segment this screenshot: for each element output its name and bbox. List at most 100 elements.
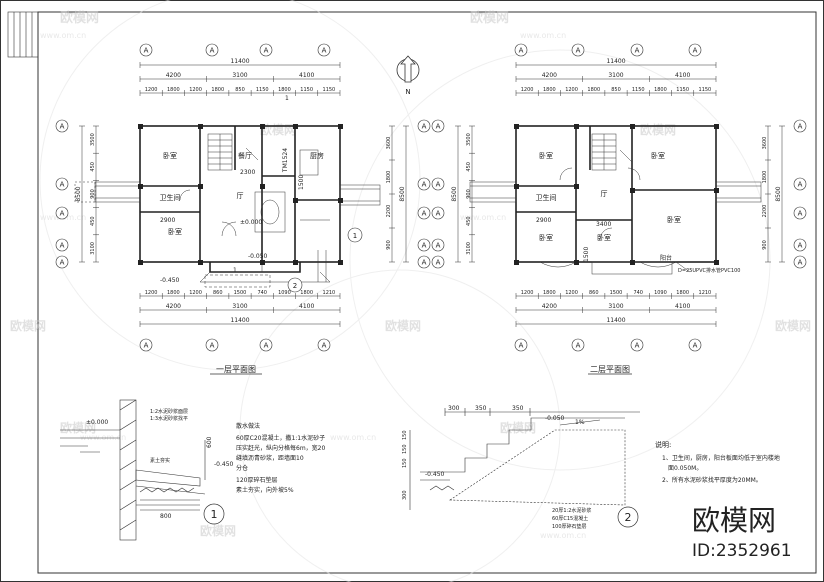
dimension-label: 11400 <box>230 58 249 65</box>
layer-note: 100厚碎石垫层 <box>552 523 587 530</box>
dimension-label: 3400 <box>596 221 611 228</box>
grid-bubble <box>630 43 644 57</box>
grid-bubble <box>417 255 431 269</box>
watermark-brand: 欧模网 <box>385 318 421 333</box>
grid-bubble <box>571 43 585 57</box>
dimension-label: 8500 <box>775 186 782 201</box>
grid-bubble-label: A <box>60 123 65 131</box>
room-label: 餐厅 <box>238 151 252 160</box>
grid-bubble <box>793 255 807 269</box>
room-label: 卫生间 <box>536 193 557 202</box>
dimension-label: 1800 <box>543 87 556 93</box>
grid-bubble-label: A <box>144 47 149 55</box>
dimension-label: 450 <box>466 162 472 172</box>
grid-bubble-label: A <box>436 259 441 267</box>
room-label: 卧室 <box>163 151 177 160</box>
watermark-brand: 欧模网 <box>260 122 296 137</box>
dimension-label: 450 <box>466 216 472 226</box>
grid-bubble-label: A <box>436 210 441 218</box>
grid-bubble <box>431 238 445 252</box>
dimension-label: 8500 <box>75 186 82 201</box>
grid-bubble-label: A <box>264 342 269 350</box>
dimension-label: 1150 <box>300 87 313 93</box>
dimension-label: 2900 <box>536 217 551 224</box>
grid-bubble-label: A <box>693 342 698 350</box>
room-label: 卫生间 <box>160 193 181 202</box>
grid-bubble <box>205 43 219 57</box>
dimension-label: 1500 <box>234 290 247 296</box>
first-floor-stair <box>74 133 381 288</box>
note-line: 120厚碎石垫层 <box>236 476 277 484</box>
title-strip <box>7 11 39 58</box>
first-floor-columns <box>138 124 343 265</box>
elevation-label: -0.450 <box>214 461 234 468</box>
room-label: 卧室 <box>539 151 553 160</box>
balcony-label: 阳台 <box>660 254 672 262</box>
dimension-label: 3600 <box>386 137 392 150</box>
room-label: 卧室 <box>597 233 611 242</box>
room-label: 卧室 <box>651 151 665 160</box>
elevation-label: -0.050 <box>248 253 268 260</box>
layer-note: 1:2水泥砂浆面层 <box>150 408 188 415</box>
watermark-site: www.om.cn <box>40 31 86 40</box>
dimension-label: 1200 <box>145 290 158 296</box>
dimension-label: 850 <box>235 87 245 93</box>
dimension-label: 900 <box>762 240 768 250</box>
dimension-label: 1800 <box>167 290 180 296</box>
dimension-label: 1800 <box>587 87 600 93</box>
detail-callout-number: 1 <box>353 232 357 240</box>
dimension-label: 300 <box>402 490 408 500</box>
dimension-label: 150 <box>402 444 408 454</box>
watermark-logo: 欧模网 ID:2352961 <box>692 504 792 561</box>
dimension-label: 900 <box>386 240 392 250</box>
elevation-label: ±0.000 <box>86 419 108 426</box>
watermark-site: www.om.cn <box>460 213 506 222</box>
room-label: 卧室 <box>667 215 681 224</box>
grid-bubble <box>55 255 69 269</box>
grid-bubble <box>317 43 331 57</box>
grid-bubble-label: A <box>210 342 215 350</box>
dimension-label: 1210 <box>323 290 336 296</box>
dimension-label: 850 <box>611 87 621 93</box>
dimension-label: 1150 <box>256 87 269 93</box>
dimension-label: 3500 <box>466 133 472 146</box>
dimension-label: 1200 <box>565 87 578 93</box>
dimension-label: 11400 <box>606 58 625 65</box>
grid-bubble-label: A <box>60 259 65 267</box>
dimension-label: 740 <box>633 290 643 296</box>
note-line: 压实赶光，纵向分格每6m，宽20 <box>236 444 325 452</box>
grid-bubble-label: A <box>436 123 441 131</box>
dimension-label: 1090 <box>278 290 291 296</box>
grid-bubble <box>514 338 528 352</box>
watermark-brand: 欧模网 <box>10 318 46 333</box>
north-arrow: N <box>396 55 420 96</box>
dimension-label: 4100 <box>299 72 314 79</box>
dimension-label: 4200 <box>166 72 181 79</box>
dimension-label: 1800 <box>300 290 313 296</box>
notes-line: 1、卫生间，厨房，阳台板面均低于室内楼地 <box>662 454 780 462</box>
note-title: 散水做法 <box>236 422 260 430</box>
dimension-label: 900 <box>90 189 96 199</box>
dimension-label: 900 <box>466 189 472 199</box>
dimension-label: 1500 <box>610 290 623 296</box>
detail-callout-number: 2 <box>625 511 632 524</box>
grid-bubble <box>417 119 431 133</box>
room-label: 厅 <box>601 190 608 198</box>
detail-callout <box>203 503 225 525</box>
stair-mark: 1 <box>233 267 237 274</box>
grid-bubble <box>139 43 153 57</box>
dimension-label: 3100 <box>608 72 623 79</box>
grid-bubble-label: A <box>60 210 65 218</box>
dimension-label: 1150 <box>632 87 645 93</box>
grid-bubble-label: A <box>436 242 441 250</box>
grid-bubble-label: A <box>635 342 640 350</box>
dimension-label: 3100 <box>608 303 623 310</box>
grid-bubble-label: A <box>693 47 698 55</box>
dimension-label: 450 <box>90 162 96 172</box>
dimension-label: 11400 <box>230 317 249 324</box>
dimension-label: 8500 <box>399 186 406 201</box>
elevation-label: -0.450 <box>425 471 445 478</box>
grid-bubble-label: A <box>60 181 65 189</box>
